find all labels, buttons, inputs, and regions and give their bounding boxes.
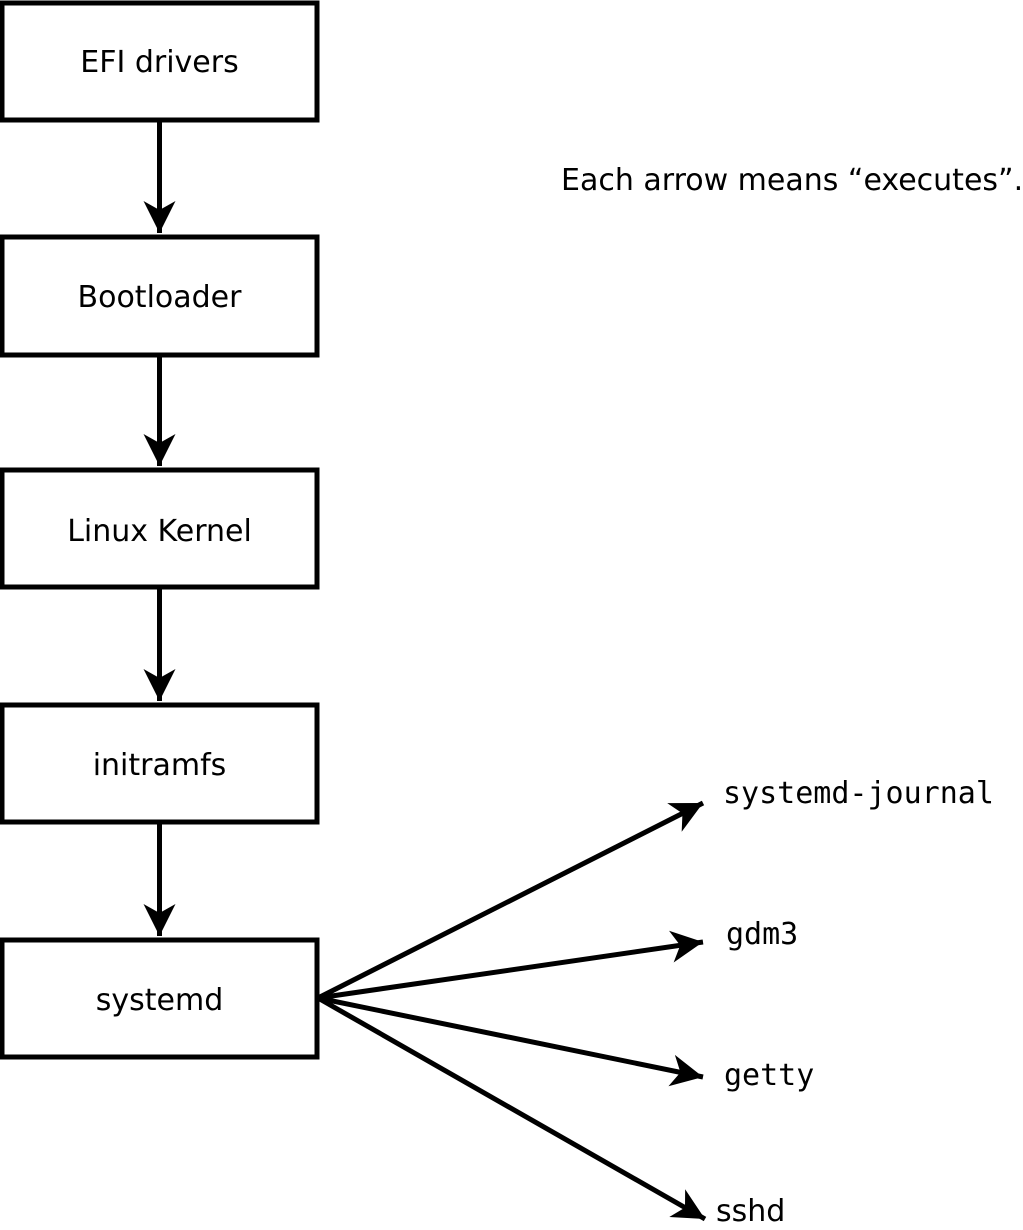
node-label-efi-drivers: EFI drivers <box>80 45 238 80</box>
node-label-initramfs: initramfs <box>93 748 227 783</box>
node-label-systemd: systemd <box>96 983 224 1018</box>
node-label-bootloader: Bootloader <box>78 280 243 315</box>
node-box-linux-kernel <box>0 467 320 590</box>
node-label-linux-kernel: Linux Kernel <box>67 514 252 549</box>
node-box-systemd <box>0 937 320 1060</box>
proc-label-sshd: sshd <box>716 1194 785 1229</box>
node-initramfs: initramfs <box>0 702 320 825</box>
proc-label-systemd-journal: systemd-journal <box>723 776 994 811</box>
node-box-bootloader <box>0 234 320 358</box>
node-efi-drivers: EFI drivers <box>0 0 320 123</box>
node-box-initramfs <box>0 702 320 825</box>
proc-label-getty: getty <box>724 1058 814 1093</box>
arrow-systemd-to-sshd <box>316 995 707 1222</box>
node-box-efi-drivers <box>0 0 320 123</box>
arrow-systemd-to-gdm3 <box>317 930 704 1001</box>
arrow-systemd-to-systemd-journal <box>316 800 705 1001</box>
node-bootloader: Bootloader <box>0 234 320 358</box>
arrow-meaning-note: Each arrow means “executes”. <box>561 163 1023 198</box>
node-linux-kernel: Linux Kernel <box>0 467 320 590</box>
proc-label-gdm3: gdm3 <box>726 917 798 952</box>
arrow-systemd-to-getty <box>317 995 704 1087</box>
node-systemd: systemd <box>0 937 320 1060</box>
